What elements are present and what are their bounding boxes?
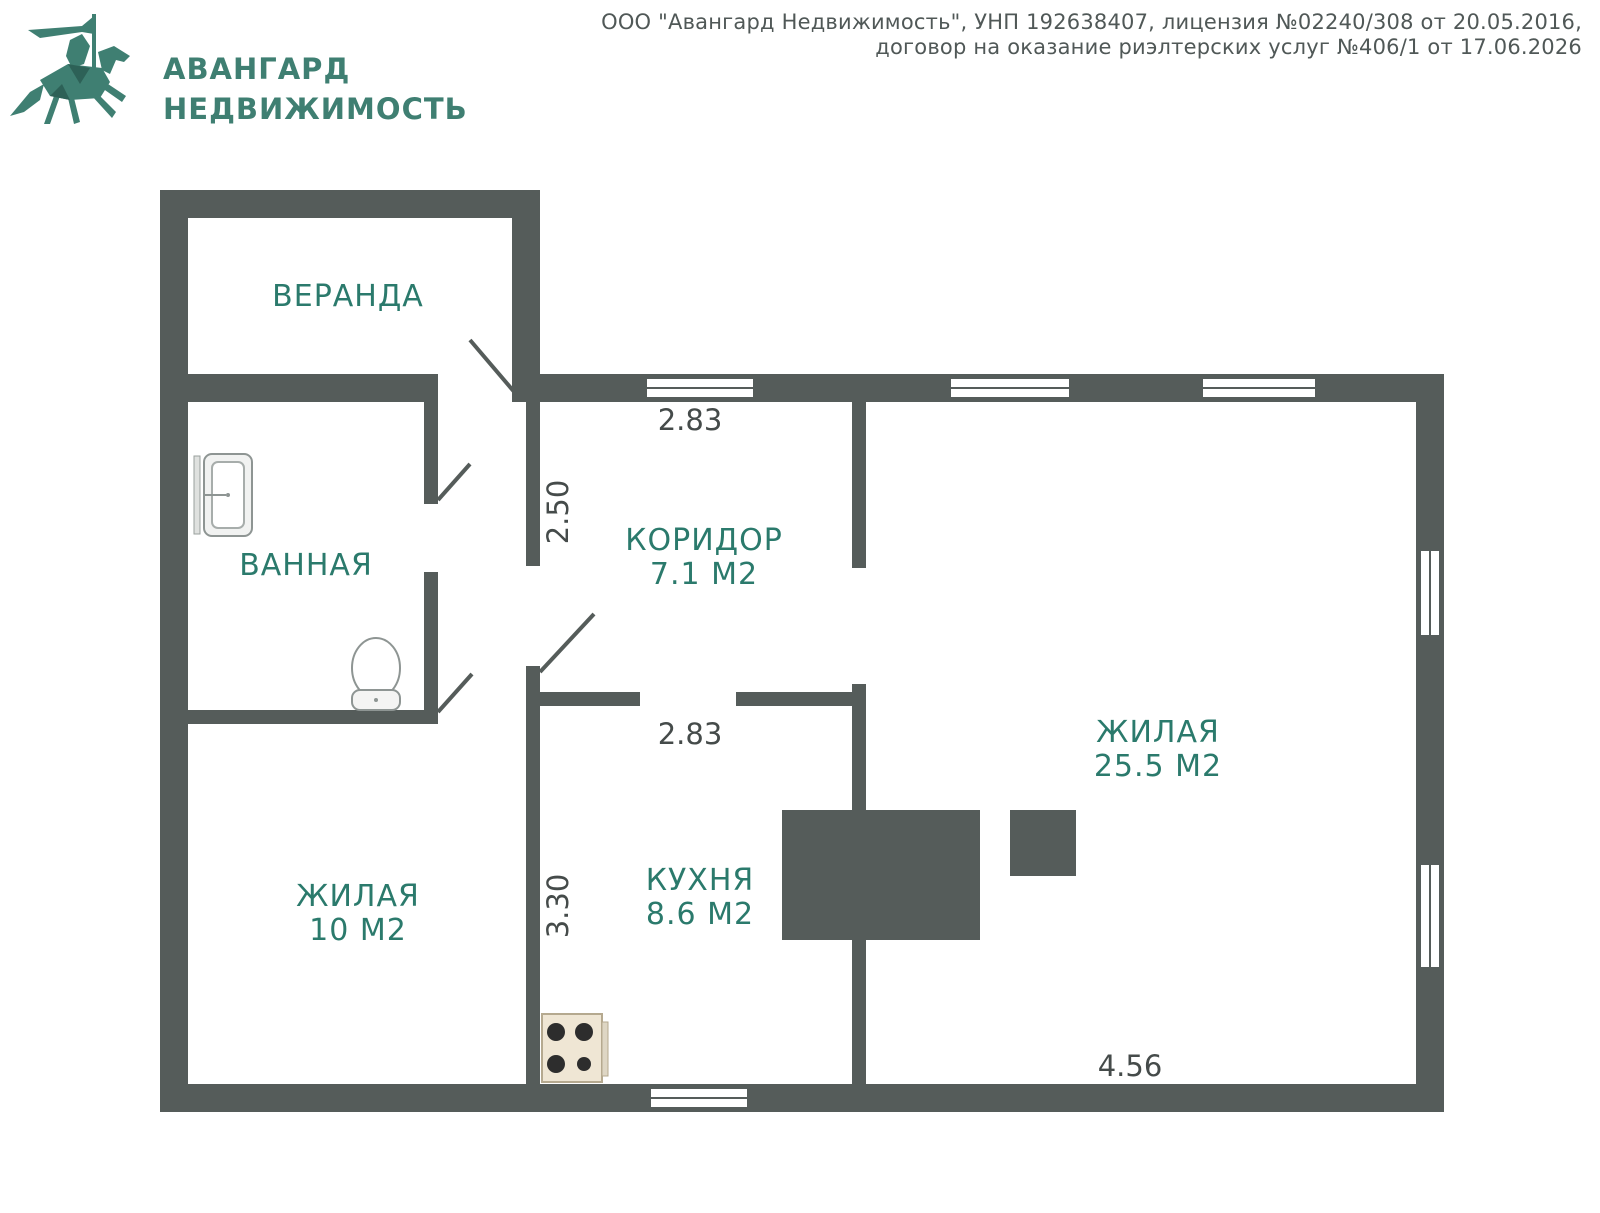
- window: [1419, 549, 1441, 637]
- room-label-bathroom: ВАННАЯ: [239, 548, 373, 583]
- window: [949, 377, 1071, 399]
- dimension-kitchen-top: 2.83: [658, 717, 723, 751]
- dimension-kitchen-side: 3.30: [541, 874, 575, 939]
- knight-on-horse-icon: [10, 14, 130, 124]
- wall: [526, 402, 540, 566]
- wall: [160, 710, 438, 724]
- company-info-line-2: договор на оказание риэлтерских услуг №4…: [875, 35, 1582, 59]
- door: [436, 462, 472, 502]
- wall: [526, 666, 540, 1084]
- wall: [160, 190, 188, 1112]
- doors: [436, 338, 596, 714]
- stove-icon: [541, 1013, 609, 1083]
- logo-text-line-1: АВАНГАРД: [163, 52, 351, 86]
- logo-text-line-2: НЕДВИЖИМОСТЬ: [163, 92, 468, 126]
- wall: [160, 374, 438, 402]
- room-area-corridor: 7.1 М2: [650, 557, 758, 592]
- walls: [160, 190, 1444, 1112]
- room-area-living-small: 10 М2: [309, 913, 407, 948]
- room-label-living-small: ЖИЛАЯ: [296, 879, 420, 914]
- room-label-corridor: КОРИДОР: [625, 523, 783, 558]
- wall: [424, 374, 438, 504]
- dimension-corridor-side: 2.50: [541, 480, 575, 545]
- wall: [160, 190, 540, 218]
- room-label-veranda: ВЕРАНДА: [272, 279, 424, 314]
- stove-block: [782, 810, 980, 940]
- window: [1201, 377, 1317, 399]
- company-info-line-1: ООО "Авангард Недвижимость", УНП 1926384…: [601, 10, 1582, 34]
- wall: [160, 1084, 1444, 1112]
- door: [468, 338, 518, 396]
- wall: [736, 692, 858, 706]
- window: [1419, 863, 1441, 969]
- wall: [512, 190, 540, 402]
- wall: [1416, 374, 1444, 1112]
- wall: [852, 402, 866, 568]
- windows: [645, 377, 1441, 1109]
- window: [649, 1087, 749, 1109]
- room-area-living-large: 25.5 М2: [1094, 749, 1222, 784]
- room-area-kitchen: 8.6 М2: [646, 897, 754, 932]
- chimney-block: [1010, 810, 1076, 876]
- wall: [424, 572, 438, 724]
- company-info: ООО "Авангард Недвижимость", УНП 1926384…: [601, 10, 1582, 60]
- wall: [540, 692, 640, 706]
- dimension-corridor-top: 2.83: [658, 403, 723, 437]
- dimension-living-bottom: 4.56: [1098, 1049, 1163, 1083]
- room-label-kitchen: КУХНЯ: [646, 863, 755, 898]
- door: [538, 612, 596, 674]
- toilet-icon: [351, 637, 401, 711]
- company-logo: АВАНГАРД НЕДВИЖИМОСТЬ: [10, 12, 467, 132]
- door: [436, 672, 474, 714]
- bathtub-icon: [193, 453, 253, 537]
- window: [645, 377, 755, 399]
- room-label-living-large: ЖИЛАЯ: [1096, 715, 1220, 750]
